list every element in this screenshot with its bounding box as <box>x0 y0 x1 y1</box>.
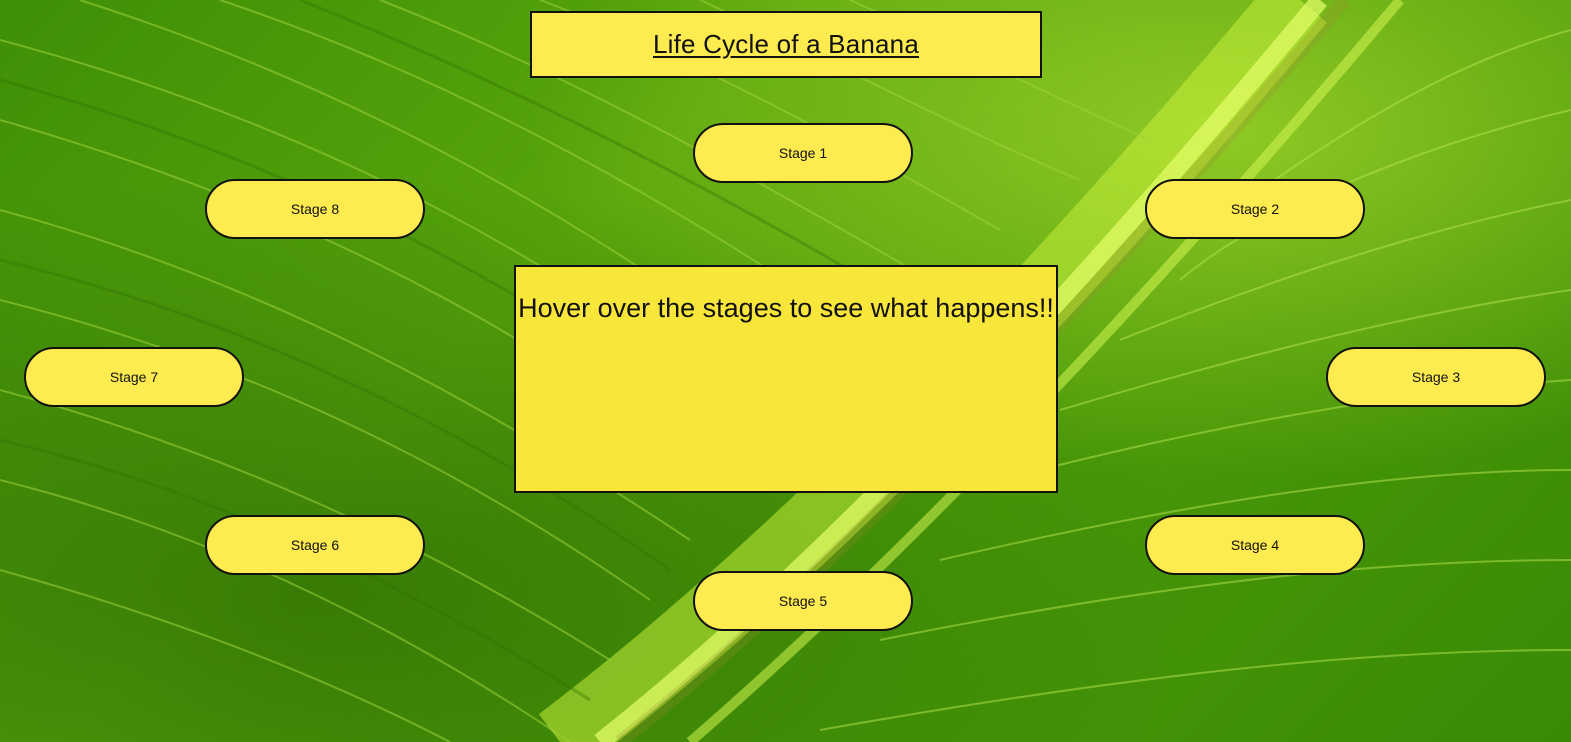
stage-4-button[interactable]: Stage 4 <box>1145 515 1365 575</box>
stage-label: Stage 8 <box>290 201 340 217</box>
hover-instructions: Hover over the stages to see what happen… <box>518 293 1054 323</box>
stage-2-button[interactable]: Stage 2 <box>1145 179 1365 239</box>
stage-description-panel: Hover over the stages to see what happen… <box>514 265 1058 493</box>
stage-label: Stage 5 <box>778 593 828 609</box>
stage-label: Stage 6 <box>290 537 340 553</box>
page-title: Life Cycle of a Banana <box>652 29 919 59</box>
stage-8-button[interactable]: Stage 8 <box>205 179 425 239</box>
stage-label: Stage 4 <box>1230 537 1280 553</box>
stage-6-button[interactable]: Stage 6 <box>205 515 425 575</box>
stage-1-button[interactable]: Stage 1 <box>693 123 913 183</box>
stage-3-button[interactable]: Stage 3 <box>1326 347 1546 407</box>
page-title-banner: Life Cycle of a Banana <box>530 11 1042 78</box>
stage-label: Stage 7 <box>109 369 159 385</box>
stage-label: Stage 2 <box>1230 201 1280 217</box>
stage-label: Stage 1 <box>778 145 828 161</box>
stage-label: Stage 3 <box>1411 369 1461 385</box>
stage-7-button[interactable]: Stage 7 <box>24 347 244 407</box>
stage-5-button[interactable]: Stage 5 <box>693 571 913 631</box>
